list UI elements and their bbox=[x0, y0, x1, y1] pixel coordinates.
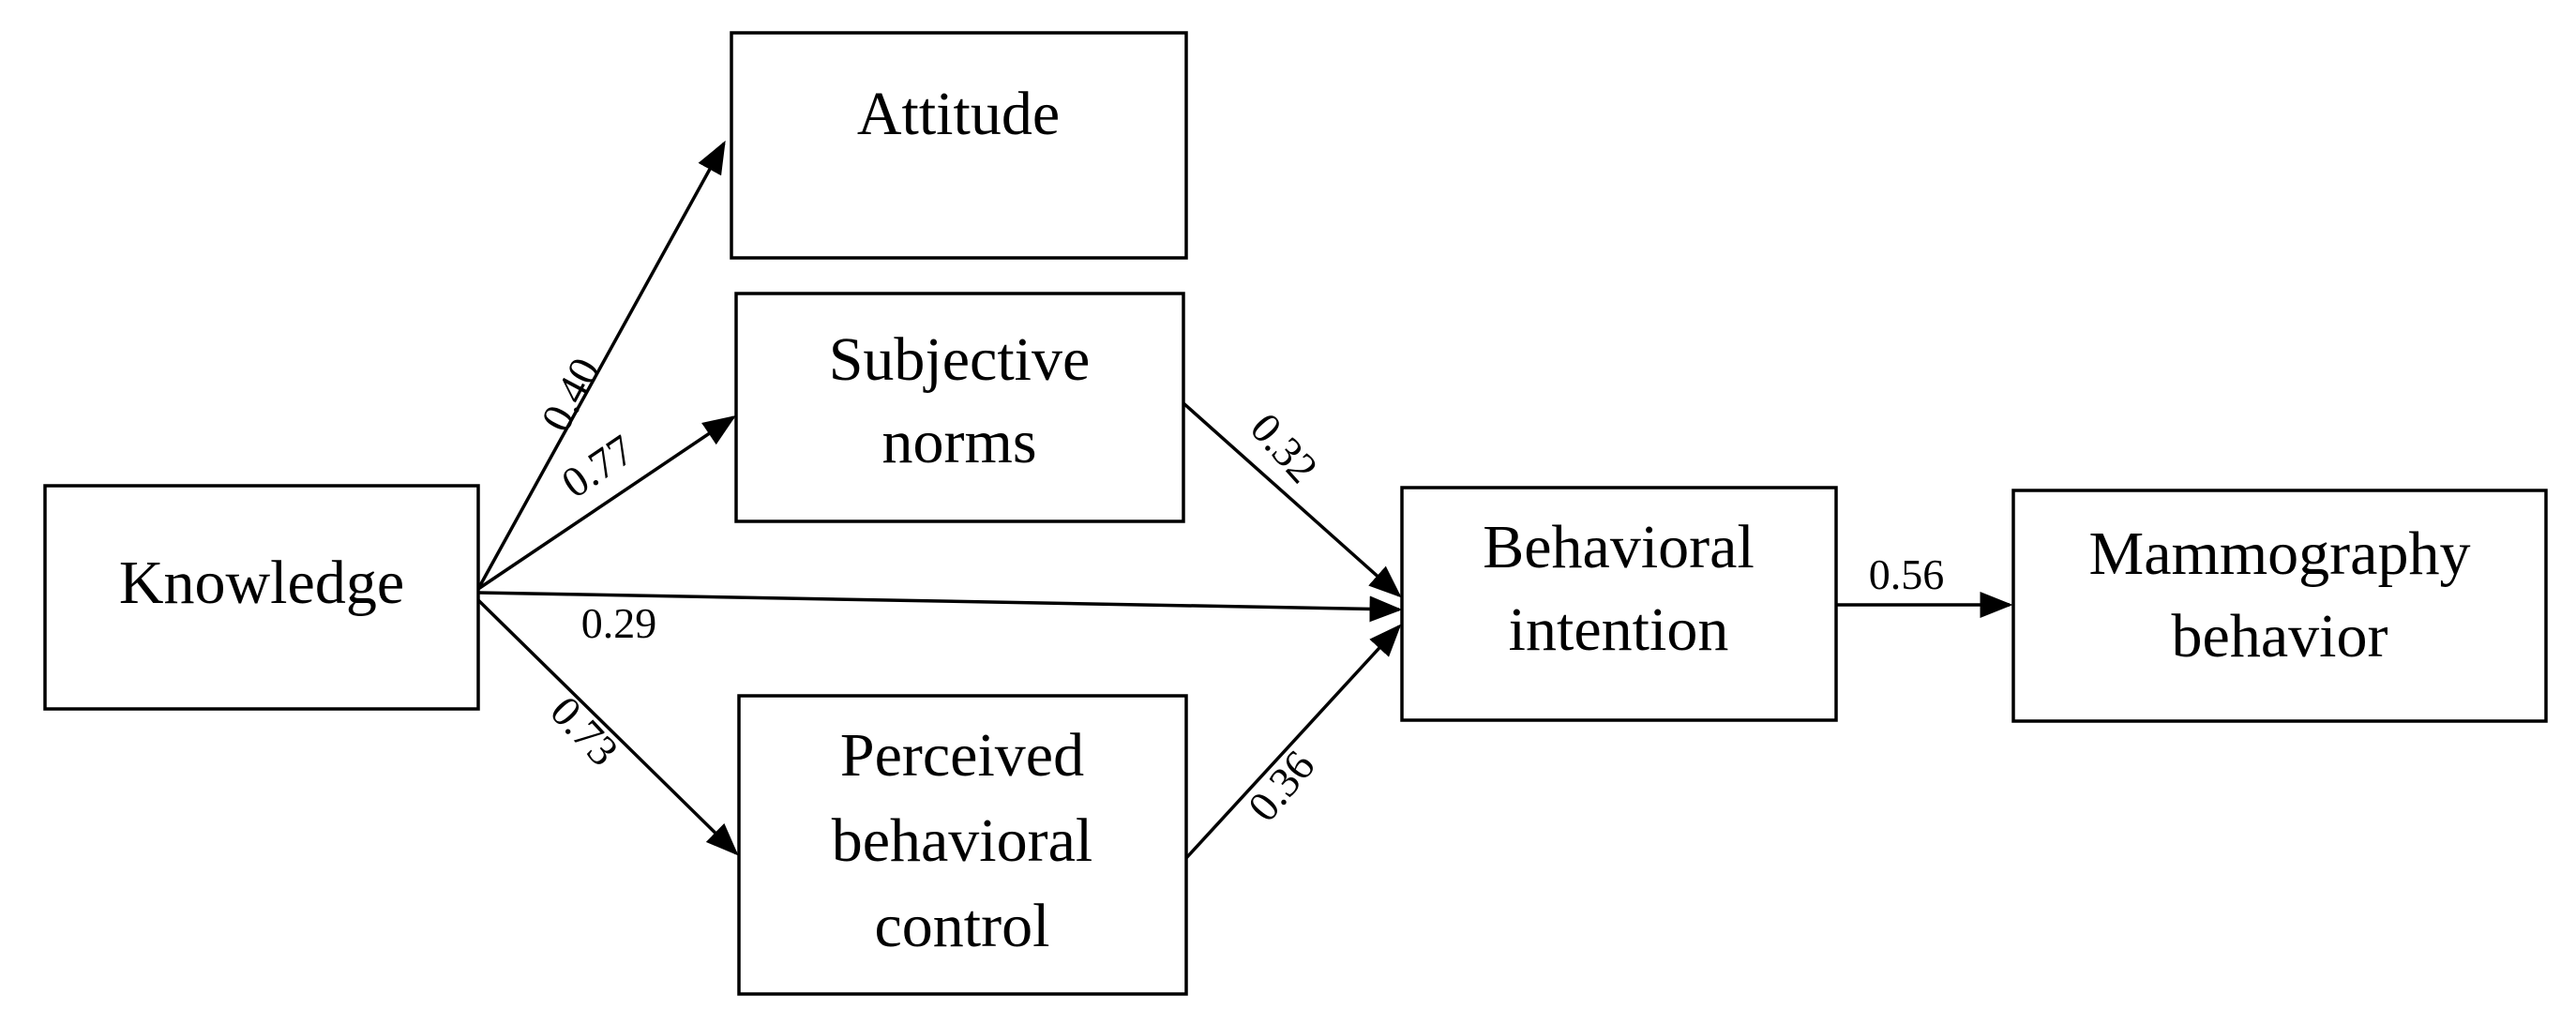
node-perceived-behavioral-control-box bbox=[737, 694, 1188, 996]
node-perceived-behavioral-control: Perceived behavioral control bbox=[737, 694, 1188, 996]
coefficient-label-knowledge-perceived-behavioral-control: 0.73 bbox=[541, 687, 627, 776]
node-mammography-behavior-label-line-2: behavior bbox=[2172, 602, 2388, 670]
node-behavioral-intention-label-line-2: intention bbox=[1509, 595, 1729, 664]
node-attitude-label: Attitude bbox=[857, 80, 1060, 148]
edge-perceived-behavioral-control-to-behavioral-intention bbox=[1184, 624, 1402, 860]
node-subjective-norms-label-line-1: Subjective bbox=[829, 325, 1091, 394]
node-mammography-behavior: Mammography behavior bbox=[2011, 489, 2548, 723]
node-behavioral-intention-box bbox=[1400, 486, 1838, 722]
coefficient-label-behavioral-intention-mammography-behavior: 0.56 bbox=[1869, 550, 1945, 598]
node-perceived-behavioral-control-label-line-2: behavioral bbox=[832, 806, 1093, 875]
node-knowledge: Knowledge bbox=[43, 484, 480, 711]
node-knowledge-box bbox=[43, 484, 480, 711]
node-subjective-norms-box bbox=[734, 292, 1185, 523]
coefficient-label-subjective-norms-behavioral-intention: 0.32 bbox=[1242, 404, 1328, 492]
coefficient-label-knowledge-behavioral-intention: 0.29 bbox=[581, 599, 657, 647]
node-mammography-behavior-box bbox=[2011, 489, 2548, 723]
node-perceived-behavioral-control-label-line-1: Perceived bbox=[840, 721, 1084, 790]
edge-subjective-norms-to-behavioral-intention bbox=[1182, 401, 1402, 598]
node-behavioral-intention-label-line-1: Behavioral bbox=[1483, 513, 1755, 581]
node-behavioral-intention: Behavioral intention bbox=[1400, 486, 1838, 722]
node-mammography-behavior-label-line-1: Mammography bbox=[2089, 520, 2471, 588]
node-subjective-norms-label-line-2: norms bbox=[882, 408, 1037, 476]
node-knowledge-label: Knowledge bbox=[119, 549, 404, 617]
edge-knowledge-to-perceived-behavioral-control bbox=[476, 598, 739, 856]
node-attitude-box bbox=[730, 31, 1188, 260]
edge-knowledge-to-behavioral-intention bbox=[477, 591, 1403, 623]
coefficient-label-knowledge-attitude: 0.40 bbox=[532, 350, 610, 439]
coefficient-label-knowledge-subjective-norms: 0.77 bbox=[553, 426, 642, 507]
edge-knowledge-to-attitude bbox=[476, 140, 726, 590]
node-subjective-norms: Subjective norms bbox=[734, 292, 1185, 523]
coefficient-label-perceived-behavioral-control-behavioral-intention: 0.36 bbox=[1239, 742, 1324, 830]
edge-knowledge-to-subjective-norms bbox=[477, 415, 736, 591]
node-attitude: Attitude bbox=[730, 31, 1188, 260]
node-perceived-behavioral-control-label-line-3: control bbox=[875, 892, 1050, 960]
